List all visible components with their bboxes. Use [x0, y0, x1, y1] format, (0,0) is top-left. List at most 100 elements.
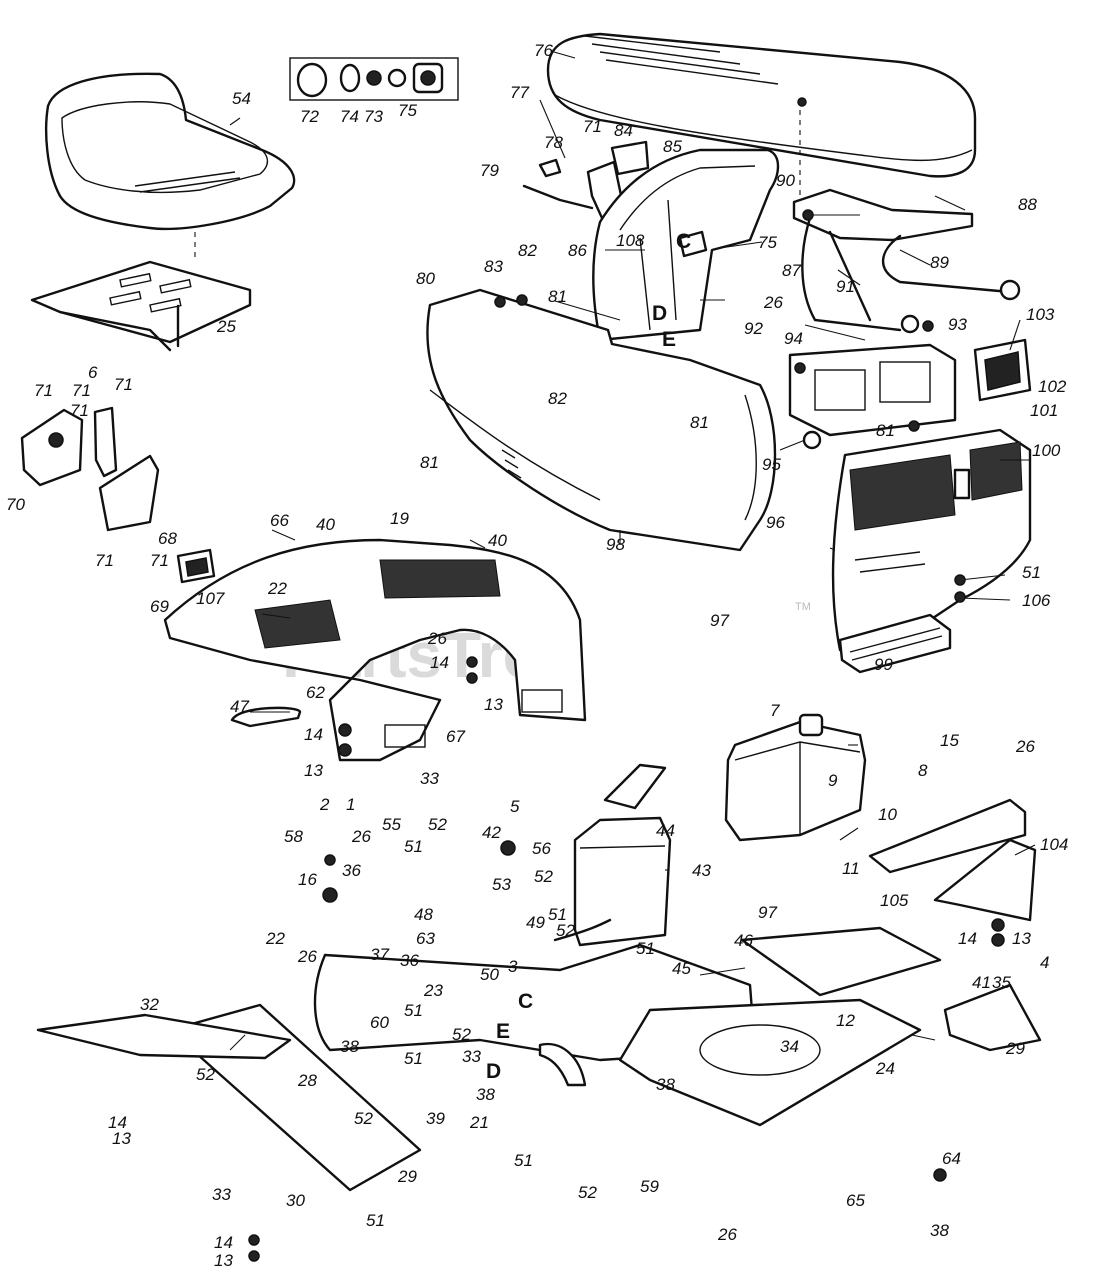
callout-73: 73: [364, 107, 383, 126]
part-76-hood-top: [546, 32, 977, 178]
callout-26d: 26: [351, 827, 371, 846]
callout-33: 33: [420, 769, 439, 788]
callout-36: 36: [342, 861, 361, 880]
callout-89: 89: [930, 253, 949, 272]
callout-97: 97: [710, 611, 729, 630]
watermark-tm: TM: [795, 601, 811, 613]
callout-13b: 13: [304, 761, 323, 780]
callout-72: 72: [300, 107, 319, 126]
callout-43: 43: [692, 861, 711, 880]
callout-24: 24: [875, 1059, 895, 1078]
callout-86: 86: [568, 241, 587, 260]
callout-4: 4: [1040, 953, 1049, 972]
callout-21: 21: [469, 1113, 489, 1132]
callout-22b: 22: [265, 929, 285, 948]
callout-51b: 51: [404, 837, 423, 856]
callout-55: 55: [382, 815, 401, 834]
callout-51: 51: [1022, 563, 1041, 582]
callout-105: 105: [880, 891, 909, 910]
callout-102: 102: [1038, 377, 1067, 396]
callout-80: 80: [416, 269, 435, 288]
callout-82: 82: [518, 241, 537, 260]
part-ignition-kit: [289, 57, 459, 101]
callout-46: 46: [734, 931, 753, 950]
callout-38: 38: [340, 1037, 359, 1056]
part-98-dash-panel: [426, 288, 777, 552]
part-steering-support: [792, 100, 1021, 334]
callout-14d: 14: [108, 1113, 127, 1132]
part-dash-bracket-group: [522, 140, 780, 342]
callout-52: 52: [428, 815, 447, 834]
callout-35: 35: [992, 973, 1011, 992]
callout-1: 1: [346, 795, 355, 814]
callout-76: 76: [534, 41, 553, 60]
callout-15: 15: [940, 731, 959, 750]
callout-11: 11: [842, 859, 860, 878]
callout-71d: 71: [72, 381, 91, 400]
callout-71c: 71: [34, 381, 53, 400]
callout-52e: 52: [196, 1065, 215, 1084]
callout-79: 79: [480, 161, 499, 180]
callout-9: 9: [828, 771, 838, 790]
callout-28: 28: [297, 1071, 317, 1090]
part-54-seat: [44, 72, 296, 231]
callout-66: 66: [270, 511, 289, 530]
callout-98: 98: [606, 535, 625, 554]
callout-88: 88: [1018, 195, 1037, 214]
callout-10: 10: [878, 805, 897, 824]
callout-13e: 13: [214, 1251, 233, 1270]
callout-106: 106: [1022, 591, 1051, 610]
callout-95: 95: [762, 455, 781, 474]
callout-81d: 81: [876, 421, 895, 440]
callout-107: 107: [196, 589, 225, 608]
callout-38c: 38: [656, 1075, 675, 1094]
callout-48: 48: [414, 905, 433, 924]
callout-71g: 71: [95, 551, 114, 570]
callout-71f: 71: [70, 401, 89, 420]
callout-58: 58: [284, 827, 303, 846]
callout-101: 101: [1030, 401, 1058, 420]
callout-45: 45: [672, 959, 691, 978]
part-104-bracket: [868, 798, 1037, 922]
callout-26: 26: [763, 293, 783, 312]
callout-93: 93: [948, 315, 967, 334]
callout-33b: 33: [462, 1047, 481, 1066]
callout-91: 91: [836, 277, 855, 296]
callout-52c: 52: [556, 921, 575, 940]
callout-26f: 26: [717, 1225, 737, 1244]
callout-8: 8: [918, 761, 928, 780]
callout-14e: 14: [214, 1233, 233, 1252]
callout-36b: 36: [400, 951, 419, 970]
part-43-battery: [553, 763, 672, 947]
callout-19: 19: [390, 509, 409, 528]
connector-e-upper: E: [662, 328, 676, 351]
callout-38b: 38: [476, 1085, 495, 1104]
callout-81c: 81: [420, 453, 439, 472]
callout-13d: 13: [112, 1129, 131, 1148]
callout-103: 103: [1026, 305, 1055, 324]
callout-108: 108: [616, 231, 645, 250]
callout-51g: 51: [514, 1151, 533, 1170]
leader-lines: [229, 51, 1036, 1051]
callout-53: 53: [492, 875, 511, 894]
callout-14: 14: [430, 653, 449, 672]
callout-74: 74: [340, 107, 359, 126]
callout-99: 99: [874, 655, 893, 674]
callout-92: 92: [744, 319, 763, 338]
callout-42: 42: [482, 823, 501, 842]
callout-29: 29: [1005, 1039, 1025, 1058]
callout-52b: 52: [534, 867, 553, 886]
part-8-fuel-tank: [724, 713, 867, 842]
part-6-seat-pan: [30, 260, 252, 352]
callout-7: 7: [770, 701, 780, 720]
callout-81: 81: [548, 287, 567, 306]
part-68-light: [176, 548, 216, 584]
callout-59: 59: [640, 1177, 659, 1196]
callout-33c: 33: [212, 1185, 231, 1204]
part-92-bracket: [788, 343, 957, 450]
callout-16: 16: [298, 870, 317, 889]
callout-90: 90: [776, 171, 795, 190]
callout-104: 104: [1040, 835, 1068, 854]
callout-50: 50: [480, 965, 499, 984]
